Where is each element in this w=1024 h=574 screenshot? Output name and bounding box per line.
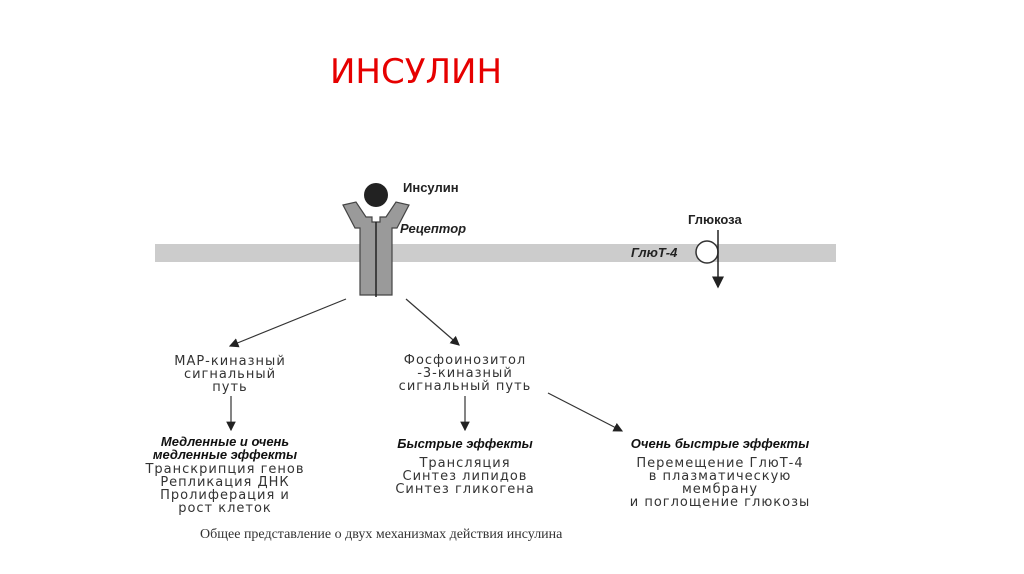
arrow-to-very-fast-effects (547, 392, 624, 432)
fast-effects-heading: Быстрые эффекты (360, 437, 570, 450)
very-fast-effects-list: Перемещение ГлюТ-4 в плазматическую мемб… (585, 457, 855, 509)
glut4-label: ГлюТ-4 (631, 245, 678, 260)
very-fast-effects-heading: Очень быстрые эффекты (585, 437, 855, 450)
fast-item: Синтез гликогена (395, 482, 535, 497)
insulin-molecule (364, 183, 388, 207)
glut4-transporter (695, 240, 719, 264)
map-line-2: сигнальный (183, 367, 277, 382)
pi3k-pathway-label: Фосфоинозитол -3-киназный сигнальный пут… (370, 354, 560, 393)
fast-item: Трансляция (419, 456, 511, 471)
slow-item: Репликация ДНК (160, 475, 290, 490)
slow-item: Пролиферация и (160, 488, 290, 503)
arrow-to-pi3k-pathway (405, 298, 460, 346)
pi3k-line-3: сигнальный путь (398, 379, 532, 394)
slow-heading-line-2: медленные эффекты (152, 447, 298, 462)
arrow-to-map-pathway (228, 298, 347, 348)
glucose-label: Глюкоза (688, 212, 742, 227)
very-fast-item: мембрану (681, 482, 759, 497)
receptor-label: Рецептор (400, 221, 467, 236)
fast-effects-list: Трансляция Синтез липидов Синтез гликоге… (360, 457, 570, 496)
very-fast-heading-line-1: Очень быстрые эффекты (630, 436, 810, 451)
pi3k-line-1: Фосфоинозитол (403, 353, 527, 368)
slow-item: рост клеток (178, 501, 272, 516)
very-fast-item: и поглощение глюкозы (629, 495, 811, 510)
insulin-label: Инсулин (403, 180, 459, 195)
very-fast-item: Перемещение ГлюТ-4 (636, 456, 804, 471)
fast-item: Синтез липидов (402, 469, 528, 484)
cell-membrane (155, 244, 836, 262)
slow-item: Транскрипция генов (145, 462, 305, 477)
pi3k-line-2: -3-киназный (417, 366, 513, 381)
map-kinase-pathway-label: МАР-киназный сигнальный путь (140, 355, 320, 394)
map-line-3: путь (212, 380, 248, 395)
slow-effects-list: Транскрипция генов Репликация ДНК Пролиф… (110, 463, 340, 515)
slide-title: ИНСУЛИН (330, 52, 503, 92)
slow-heading-line-1: Медленные и очень (160, 434, 290, 449)
very-fast-item: в плазматическую (648, 469, 792, 484)
map-line-1: МАР-киназный (174, 354, 286, 369)
fast-heading-line-1: Быстрые эффекты (397, 436, 533, 451)
slow-effects-heading: Медленные и очень медленные эффекты (110, 435, 340, 461)
figure-caption: Общее представление о двух механизмах де… (200, 527, 563, 542)
